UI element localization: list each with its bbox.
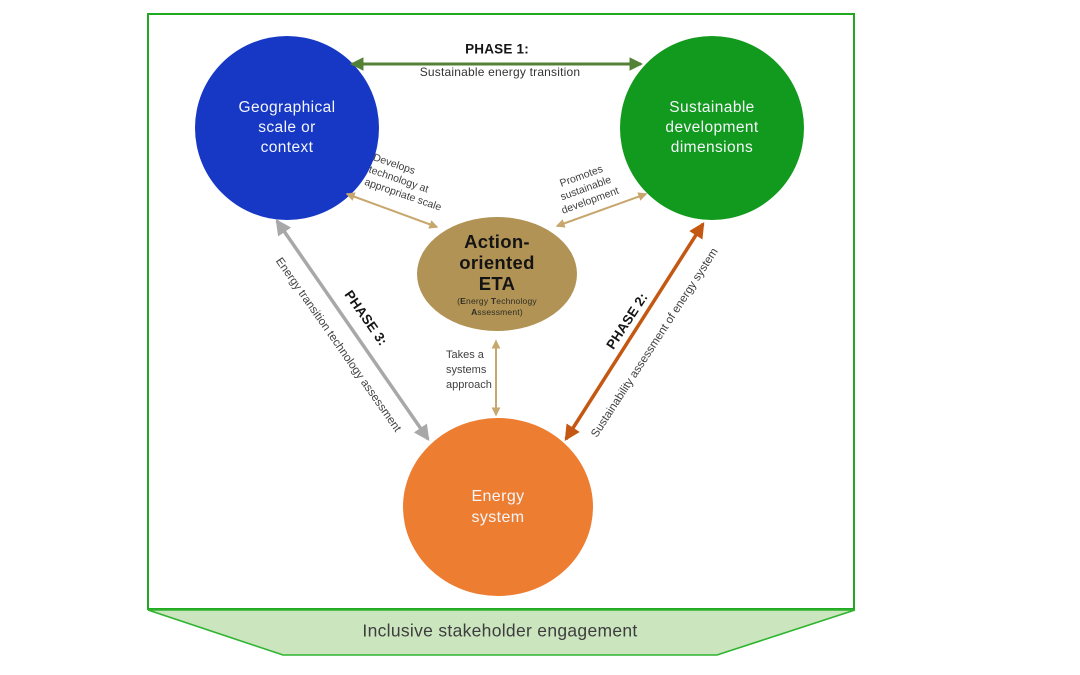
- node-sustainable-development: Sustainable development dimensions: [620, 36, 804, 220]
- node-geographical-scale: Geographical scale or context: [195, 36, 379, 220]
- node-geographical-label: Geographical scale or context: [238, 99, 336, 156]
- stakeholder-banner-label: Inclusive stakeholder engagement: [362, 620, 638, 641]
- eta-title: Action- oriented ETA: [459, 231, 535, 294]
- energy-eta-note: Takes a systems approach: [446, 349, 492, 391]
- node-sustainable-label: Sustainable development dimensions: [665, 99, 759, 156]
- node-energy-system: Energy system: [403, 418, 593, 596]
- eta-subtitle: (Energy Technology Assessment): [457, 296, 537, 317]
- node-energy-label: Energy system: [471, 488, 525, 526]
- phase1-label: PHASE 1:: [465, 41, 529, 57]
- node-action-oriented-eta: Action- oriented ETA (Energy Technology …: [417, 217, 577, 331]
- diagram-frame: [147, 13, 855, 610]
- phase1-description: Sustainable energy transition: [419, 65, 581, 79]
